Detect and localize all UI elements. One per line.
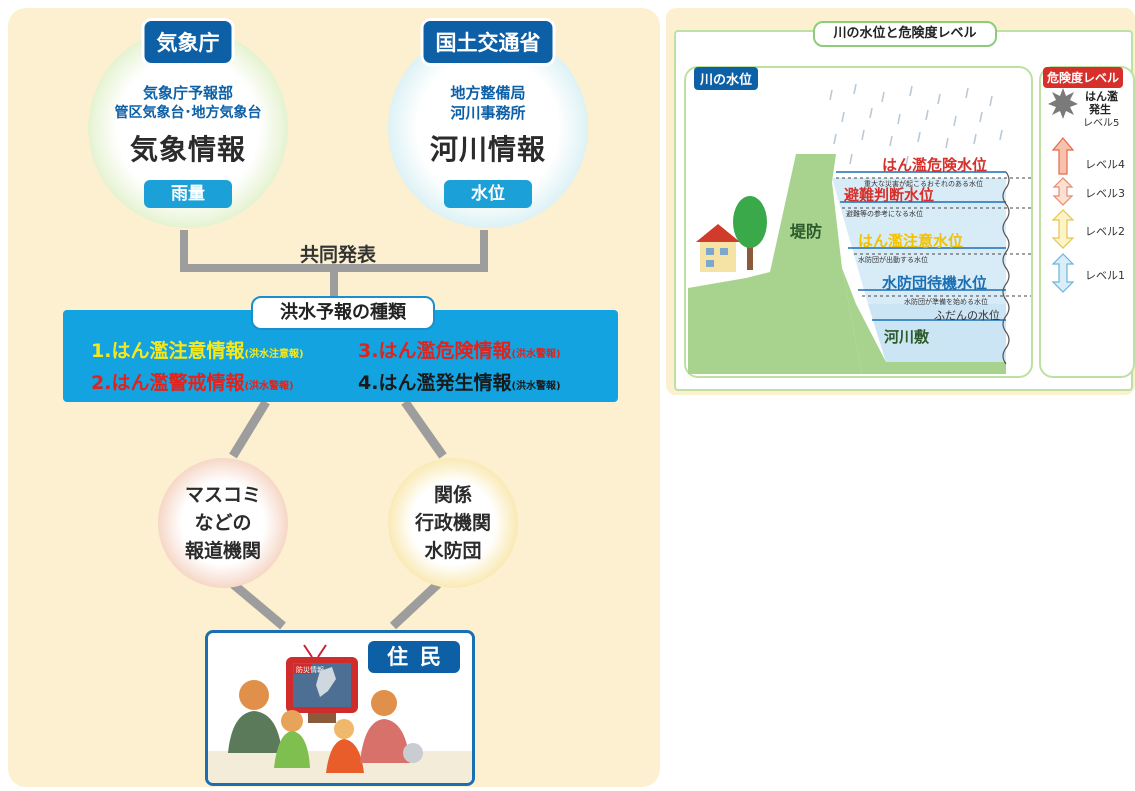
level-4-label: レベル4 [1085, 158, 1125, 171]
media-line-1: マスコミ [184, 484, 261, 506]
flood-item-1-text: 1.はん濫注意情報 [91, 340, 245, 362]
flood-item-4-note: (洪水警報) [511, 381, 561, 392]
connector-joint-down [330, 264, 338, 304]
mlit-sub-line-1: 地方整備局 [450, 84, 526, 102]
joint-announcement-label: 共同発表 [299, 244, 376, 266]
flood-item-3: 3.はん濫危険情報(洪水警報) [358, 336, 561, 363]
danger-level-tag: 危険度レベル [1043, 67, 1124, 88]
flood-item-2-text: 2.はん濫警戒情報 [91, 372, 245, 394]
gov-line-1: 関係 [433, 484, 472, 506]
mlit-source-circle: 国土交通省 地方整備局 河川事務所 河川情報 水位 [388, 18, 588, 228]
flood-event-line-1: はん濫 [1085, 90, 1118, 103]
river-level-tag: 川の水位 [694, 67, 759, 90]
gov-line-2: 行政機関 [414, 512, 491, 534]
media-line-2: などの [194, 512, 252, 534]
level-3-label: レベル3 [1085, 187, 1125, 200]
standby-water-level-name: 水防団待機水位 [882, 274, 988, 292]
level-2-label: レベル2 [1085, 225, 1125, 238]
level-1-label: レベル1 [1085, 269, 1125, 282]
river-water-level-frame: 川の水位 堤防 河川敷 ふだんの水位 はん濫危険水位 重大な災害が起こるおそれの… [684, 66, 1033, 378]
flood-item-2-note: (洪水警報) [244, 381, 294, 392]
connector-jma-vertical [180, 230, 188, 272]
gov-line-3: 水防団 [424, 540, 482, 562]
jma-sub-line-2: 管区気象台･地方気象台 [114, 105, 262, 121]
family-watching-tv-illustration: 防災情報 [208, 644, 472, 783]
flood-forecast-types-title: 洪水予報の種類 [251, 296, 435, 330]
river-cross-section-illustration [688, 83, 1031, 374]
jma-main-label: 気象情報 [129, 133, 246, 166]
danger-level-arrows [1048, 88, 1078, 293]
tv-screen-label: 防災情報 [296, 665, 324, 674]
level4-arrow-icon [1051, 137, 1075, 175]
flood-burst-icon [1048, 88, 1078, 119]
flood-item-4: 4.はん濫発生情報(洪水警報) [358, 368, 561, 395]
flood-item-1: 1.はん濫注意情報(洪水注意報) [91, 336, 304, 363]
level3-arrow-icon [1052, 177, 1074, 206]
mlit-main-label: 河川情報 [429, 133, 546, 166]
flood-forecast-flow-panel: 気象庁 気象庁予報部 管区気象台･地方気象台 気象情報 雨量 国土交通省 地方整… [8, 8, 660, 787]
mlit-title-badge: 国土交通省 [420, 18, 556, 66]
caution-water-level-name: はん濫注意水位 [858, 232, 964, 250]
standby-water-level-note: 水防団が準備を始める水位 [904, 298, 988, 306]
levee-label: 堤防 [790, 222, 823, 241]
connector-mlit-vertical [480, 230, 488, 272]
mlit-sub-line-2: 河川事務所 [450, 104, 526, 122]
residents-label: 住民 [368, 641, 460, 673]
riverbed-label: 河川敷 [884, 328, 930, 346]
evacuation-water-level-note: 避難等の参考になる水位 [846, 210, 923, 218]
media-circle: マスコミ などの 報道機関 [158, 458, 288, 588]
jma-rainfall-pill: 雨量 [144, 180, 232, 208]
rain-illustration [829, 83, 1003, 169]
caution-water-level-note: 水防団が出動する水位 [858, 256, 928, 264]
danger-water-level-name: はん濫危険水位 [882, 156, 988, 174]
jma-sub-line-1: 気象庁予報部 [142, 84, 233, 102]
media-line-3: 報道機関 [184, 540, 261, 562]
flood-item-4-text: 4.はん濫発生情報 [358, 372, 512, 394]
evacuation-water-level-name: 避難判断水位 [844, 186, 935, 204]
flood-item-1-note: (洪水注意報) [244, 349, 304, 360]
flood-item-2: 2.はん濫警戒情報(洪水警報) [91, 368, 294, 395]
level2-arrow-icon [1051, 209, 1075, 249]
water-level-panel-title: 川の水位と危険度レベル [813, 21, 997, 47]
flood-item-3-note: (洪水警報) [511, 349, 561, 360]
water-level-solid-lines [836, 171, 1006, 321]
connector-lines-lower [229, 399, 447, 630]
jma-title-badge: 気象庁 [141, 18, 235, 66]
tree-illustration [733, 196, 767, 270]
danger-level-frame: 危険度レベル はん濫 発生 レベル5 レベル4 レベル3 レベル2 レベル1 [1039, 66, 1135, 378]
flood-event-level5: レベル5 [1083, 118, 1120, 129]
government-circle: 関係 行政機関 水防団 [388, 458, 518, 588]
water-level-lines [836, 177, 1031, 297]
normal-level-label: ふだんの水位 [934, 309, 1000, 322]
flood-event-line-2: 発生 [1089, 103, 1111, 116]
house-illustration [696, 224, 740, 272]
level1-arrow-icon [1051, 253, 1075, 293]
flood-item-3-text: 3.はん濫危険情報 [358, 340, 512, 362]
jma-source-circle: 気象庁 気象庁予報部 管区気象台･地方気象台 気象情報 雨量 [88, 18, 288, 228]
mlit-water-level-pill: 水位 [444, 180, 532, 208]
residents-box: 防災情報 住民 [205, 630, 475, 786]
danger-water-level-note: 重大な災害が起こるおそれのある水位 [864, 180, 983, 188]
